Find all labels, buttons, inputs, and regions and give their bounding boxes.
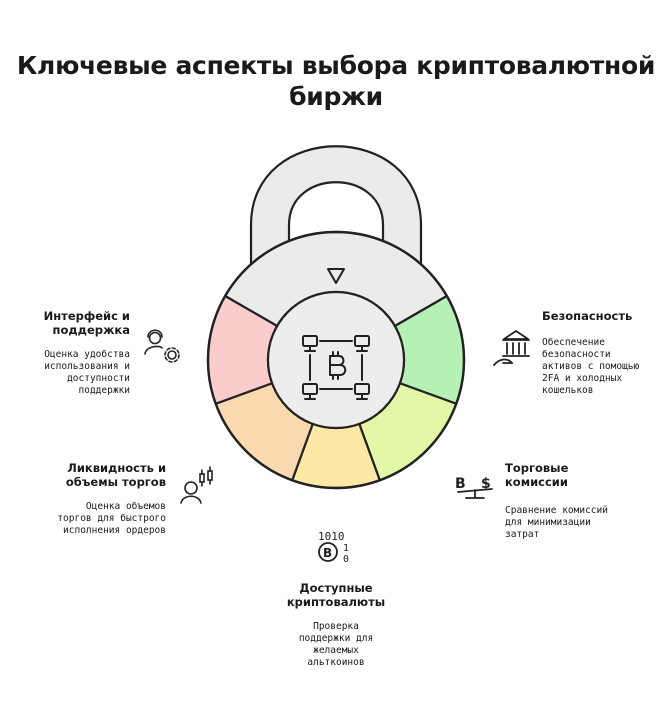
- aspect-heading: Торговые комиссии: [505, 461, 655, 489]
- bank-building-icon: [493, 330, 530, 366]
- heading-line: Интерфейс и: [43, 309, 130, 323]
- heading-line: Ликвидность и: [67, 461, 166, 475]
- bitcoin-dollar-scale-icon: B $: [455, 476, 493, 499]
- heading-line: Доступные: [299, 581, 373, 595]
- triangle-down-icon: [327, 268, 345, 284]
- aspect-interface-support: Интерфейс и поддержка Оценка удобства ис…: [30, 309, 130, 397]
- heading-line: криптовалюты: [286, 595, 386, 609]
- desc-line: исполнения ордеров: [63, 525, 166, 536]
- padlock-body: [206, 230, 466, 490]
- desc-line: кошельков: [542, 385, 594, 396]
- aspect-heading: Доступные криптовалюты: [266, 581, 406, 609]
- svg-text:$: $: [481, 476, 491, 492]
- aspect-heading: Безопасность: [542, 309, 633, 323]
- aspect-available-cryptocurrencies: Доступные криптовалюты Проверка поддержк…: [266, 581, 406, 669]
- heading-line: поддержка: [52, 323, 130, 337]
- desc-line: затрат: [505, 529, 540, 540]
- desc-line: использования и: [44, 361, 130, 372]
- desc-line: торгов для быстрого: [57, 513, 166, 524]
- ring-outline: [206, 230, 466, 490]
- aspect-security: Безопасность Обеспечение безопасности ак…: [542, 309, 662, 397]
- title-line-1: Ключевые аспекты выбора криптовалютной: [16, 51, 656, 80]
- desc-line: Сравнение комиссий: [505, 505, 608, 516]
- desc-line: Обеспечение: [542, 337, 605, 348]
- aspect-heading: Интерфейс и поддержка: [30, 309, 130, 337]
- aspect-description: Сравнение комиссий для минимизации затра…: [505, 505, 655, 541]
- svg-text:1: 1: [343, 543, 349, 554]
- desc-line: поддержки для: [298, 633, 374, 644]
- aspect-liquidity: Ликвидность и объемы торгов Оценка объем…: [30, 461, 166, 537]
- svg-text:0: 0: [343, 554, 349, 565]
- desc-line: Оценка удобства: [44, 349, 130, 360]
- desc-line: Проверка: [313, 621, 359, 632]
- aspect-trading-fees: Торговые комиссии Сравнение комиссий для…: [505, 461, 655, 541]
- desc-line: поддержки: [78, 385, 130, 396]
- blockchain-bitcoin-icon: [302, 335, 370, 400]
- aspect-description: Обеспечение безопасности активов с помощ…: [542, 337, 662, 397]
- heading-line: комиссии: [505, 475, 568, 489]
- svg-text:1010: 1010: [318, 530, 345, 543]
- desc-line: безопасности: [542, 349, 611, 360]
- desc-line: Оценка объемов: [85, 501, 166, 512]
- svg-text:B: B: [323, 546, 332, 560]
- desc-line: 2FA и холодных: [542, 373, 623, 384]
- trader-candlestick-icon: [180, 466, 213, 504]
- aspect-description: Оценка удобства использования и доступно…: [30, 349, 130, 397]
- desc-line: доступности: [67, 373, 130, 384]
- heading-line: Торговые: [505, 461, 569, 475]
- title-line-2: биржи: [289, 82, 383, 111]
- bitcoin-binary-icon: 1010 1 0 B: [318, 530, 349, 565]
- svg-text:B: B: [455, 476, 466, 492]
- desc-line: для минимизации: [505, 517, 591, 528]
- padlock-shackle: [249, 145, 423, 292]
- heading-line: объемы торгов: [65, 475, 166, 489]
- desc-line: желаемых: [313, 645, 359, 656]
- aspect-heading: Ликвидность и объемы торгов: [30, 461, 166, 489]
- desc-line: активов с помощью: [542, 361, 640, 372]
- aspect-description: Оценка объемов торгов для быстрого испол…: [30, 501, 166, 537]
- desc-line: альткоинов: [307, 657, 365, 668]
- aspect-description: Проверка поддержки для желаемых альткоин…: [266, 621, 406, 669]
- page-title: Ключевые аспекты выбора криптовалютной б…: [0, 50, 672, 112]
- user-support-gear-icon: [144, 329, 180, 363]
- center-hub: [266, 290, 406, 430]
